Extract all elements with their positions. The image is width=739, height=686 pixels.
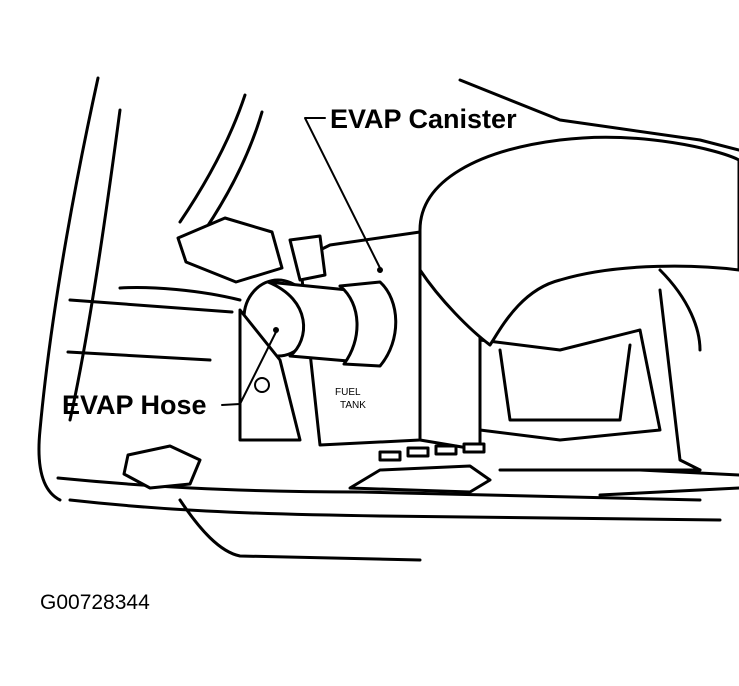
frame-rail-upper	[68, 298, 234, 314]
floor-line-2	[68, 498, 722, 522]
leader-canister	[304, 117, 381, 269]
floor-line-4	[498, 468, 739, 477]
floor-line-3	[178, 498, 422, 562]
vent-4	[462, 442, 486, 454]
hose-clamp	[338, 280, 398, 368]
vent-2	[406, 446, 430, 458]
floor-line-1	[56, 476, 702, 502]
leader-hose-dot	[273, 327, 279, 333]
vent-1	[378, 450, 402, 462]
upper-hose	[178, 93, 247, 224]
bolt-icon	[254, 377, 270, 393]
floor-bolt	[122, 444, 202, 490]
floor-edge-right	[598, 486, 739, 497]
tank-box-right	[478, 328, 662, 442]
connector-block	[176, 216, 284, 284]
body-outline-left-inner	[68, 108, 122, 422]
hose-lower-body	[238, 308, 302, 442]
bg-line-right	[658, 268, 702, 352]
evap-canister-label: EVAP Canister	[330, 104, 517, 134]
connector-bracket	[288, 234, 327, 282]
leader-canister-dot	[377, 267, 383, 273]
filler-pipe	[418, 135, 739, 347]
bg-line-top	[458, 78, 739, 152]
evap-hose-label: EVAP Hose	[62, 390, 207, 420]
upper-hose-2	[203, 110, 264, 232]
figure-id: G00728344	[40, 591, 150, 614]
tank-box-right-inner	[498, 343, 632, 422]
fuel-tank-text-tank: TANK	[340, 400, 366, 411]
fuel-tank-text-fuel: FUEL	[335, 387, 361, 398]
frame-rail-lower	[66, 350, 212, 362]
tank-box-far-right	[658, 288, 702, 472]
body-outline-left	[37, 76, 100, 502]
vent-3	[434, 444, 458, 456]
leader-hose	[221, 331, 277, 406]
floor-bracket	[348, 464, 492, 494]
frame-rail-curve	[118, 286, 242, 302]
